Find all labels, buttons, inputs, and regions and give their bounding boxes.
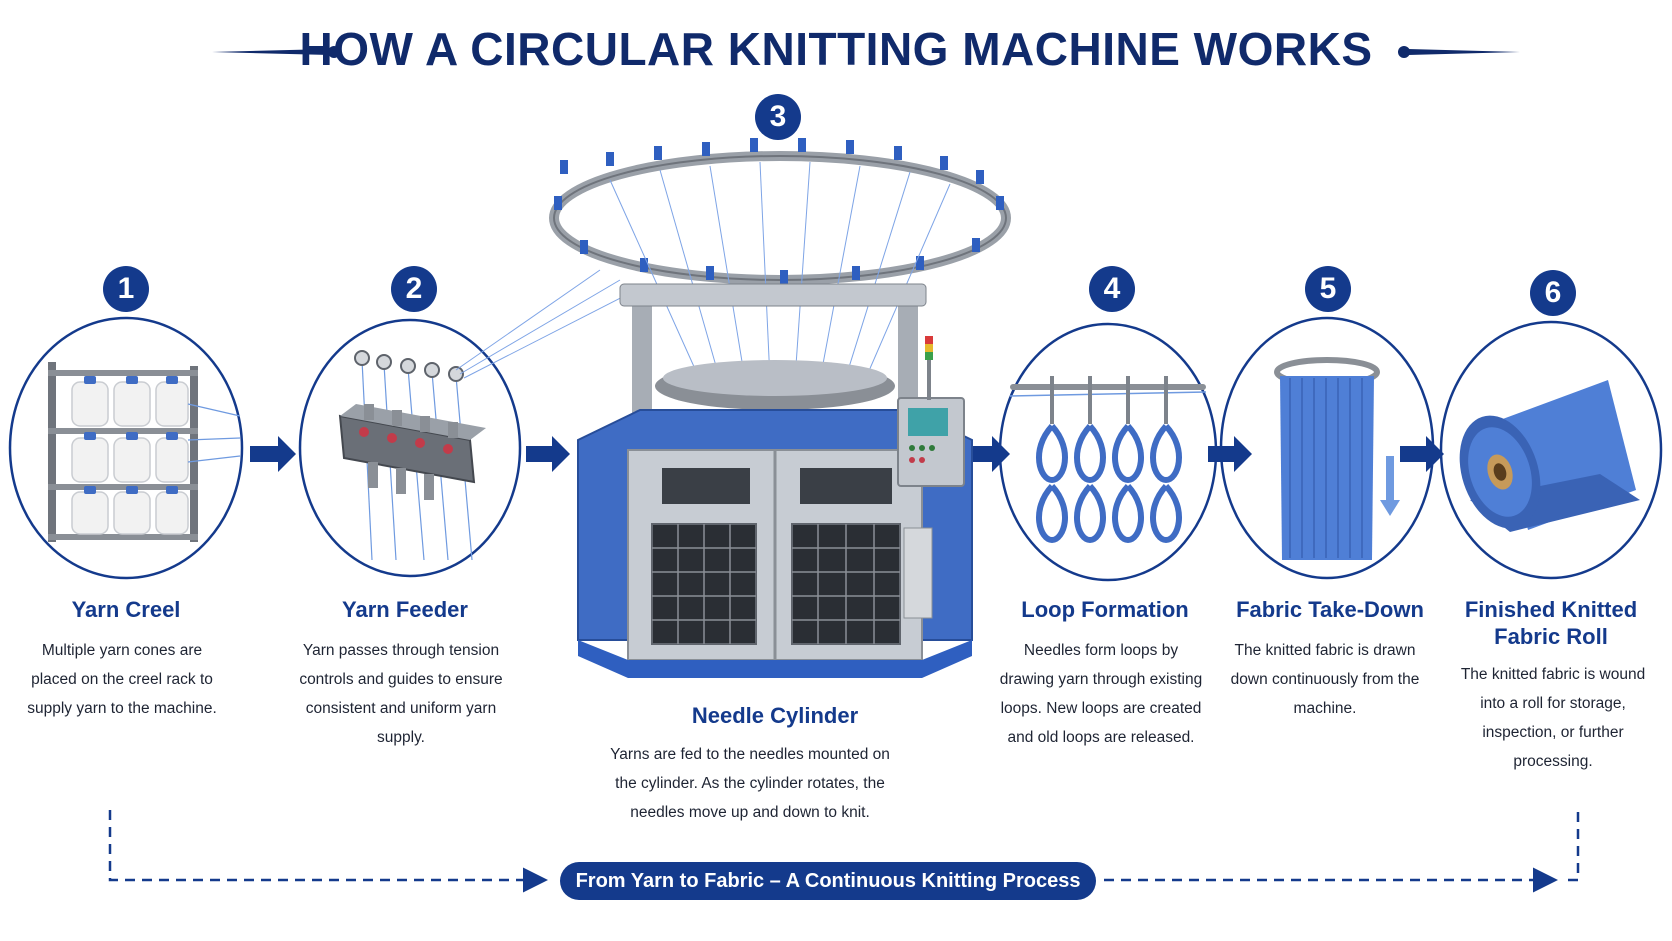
step-4-circle	[998, 322, 1218, 582]
step-4-number-badge: 4	[1089, 266, 1135, 312]
step-3-number-badge: 3	[755, 94, 801, 140]
step-1-title: Yarn Creel	[71, 597, 181, 622]
title-decoration-left	[212, 46, 340, 58]
knitting-machine-icon	[455, 138, 1011, 678]
title-decoration-right	[1398, 46, 1520, 58]
step-2-title: Yarn Feeder	[342, 597, 468, 622]
step-6-title: Finished Knitted Fabric Roll	[1464, 597, 1638, 649]
step-3-title: Needle Cylinder	[691, 703, 859, 728]
step-4-title: Loop Formation	[1021, 597, 1189, 622]
step-5-description: The knitted fabric is drawn down continu…	[1230, 642, 1420, 717]
arrow-right-icon	[250, 436, 1444, 472]
loop-formation-icon	[1009, 376, 1207, 544]
yarn-feeder-icon	[338, 350, 486, 561]
step-2-description: Yarn passes through tension controls and…	[299, 642, 503, 746]
step-5-title: Fabric Take-Down	[1236, 597, 1424, 622]
process-footer-label: From Yarn to Fabric – A Continuous Knitt…	[560, 862, 1096, 900]
fabric-take-down-icon	[1274, 357, 1400, 560]
step-1-number-badge: 1	[103, 266, 149, 312]
step-6-description: The knitted fabric is wound into a roll …	[1460, 666, 1646, 770]
step-5-number-badge: 5	[1305, 266, 1351, 312]
page-title: HOW A CIRCULAR KNITTING MACHINE WORKS	[299, 23, 1373, 75]
step-2-number-badge: 2	[391, 266, 437, 312]
fabric-roll-icon	[1459, 380, 1640, 532]
step-1-description: Multiple yarn cones are placed on the cr…	[27, 642, 217, 717]
process-flow-line	[108, 810, 1580, 893]
step-4-description: Needles form loops by drawing yarn throu…	[999, 642, 1203, 746]
yarn-creel-icon	[48, 362, 241, 542]
step-3-description: Yarns are fed to the needles mounted on …	[610, 746, 890, 821]
step-6-number-badge: 6	[1530, 270, 1576, 316]
